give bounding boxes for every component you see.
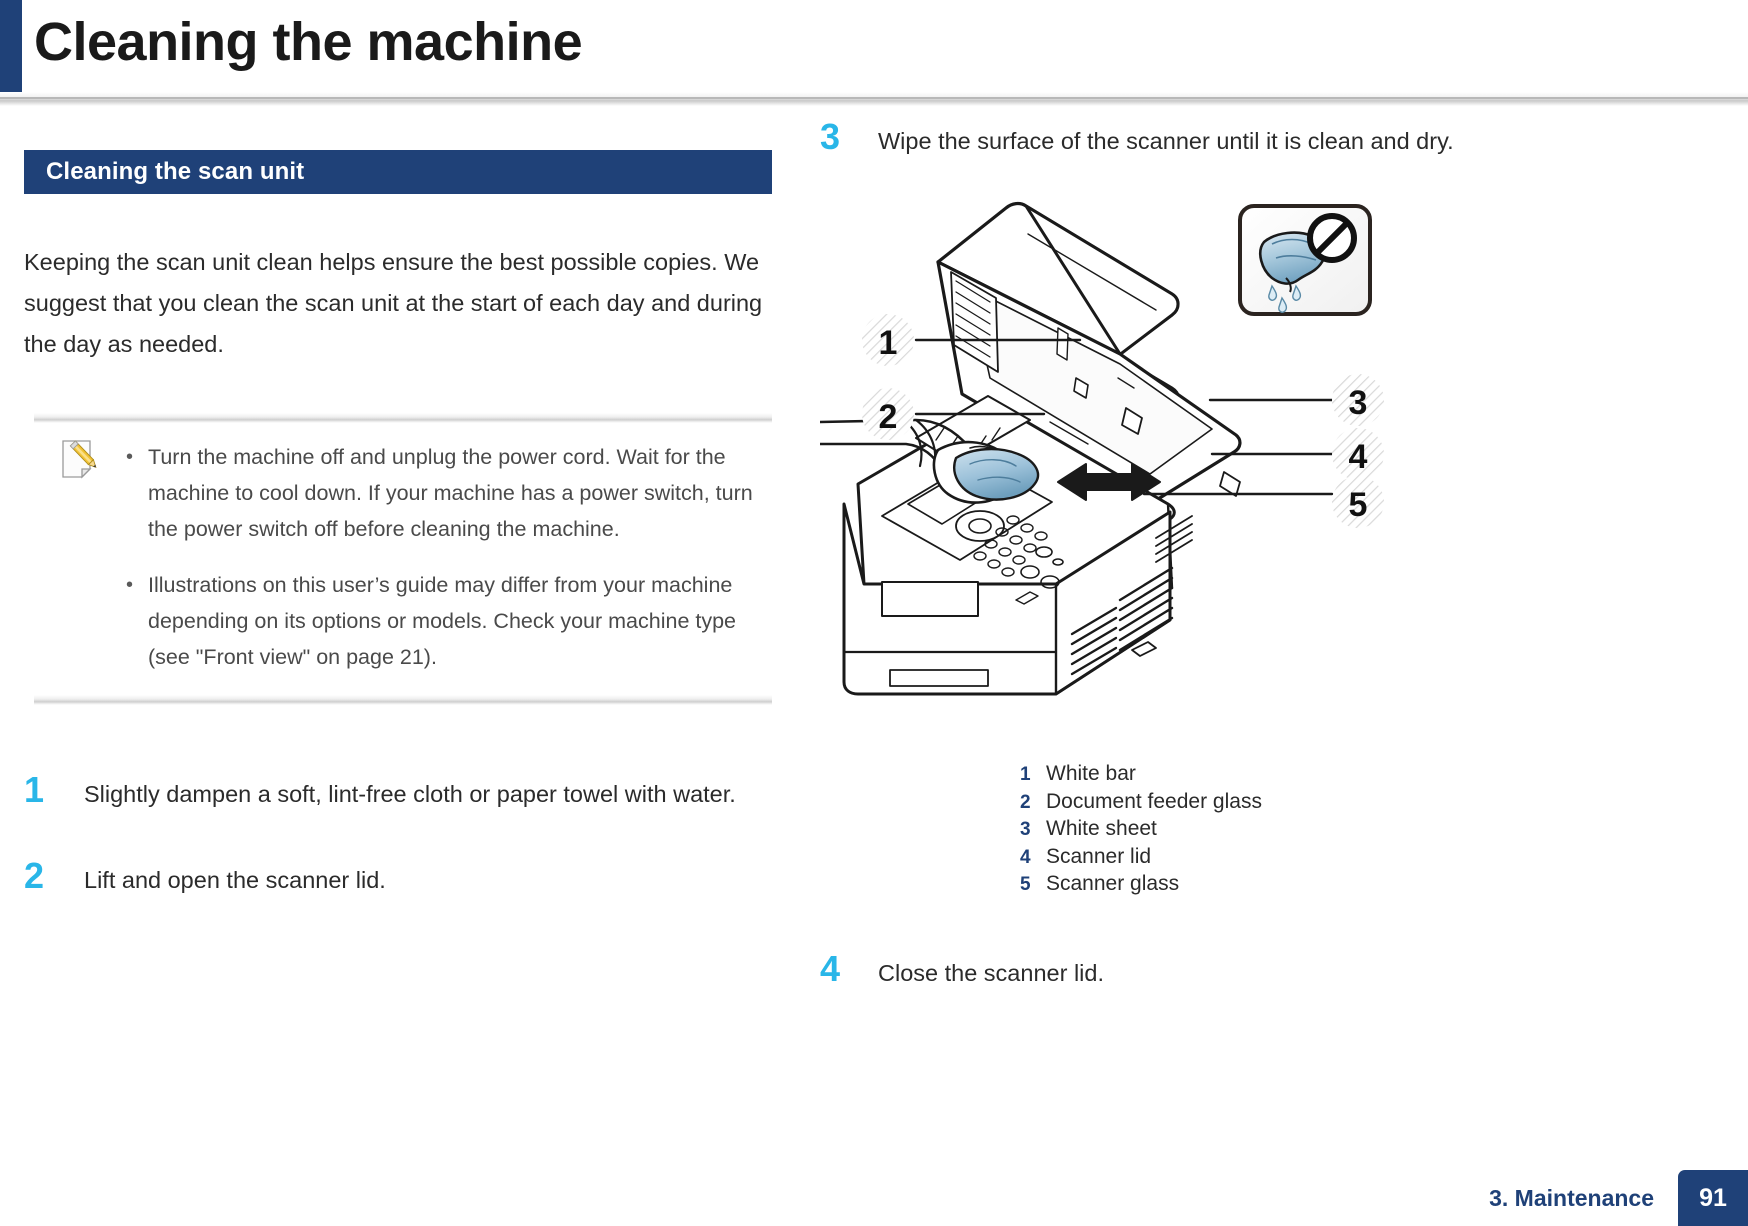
callout-badge-2: 2 [862,388,914,440]
legend-item: 3 White sheet [1020,815,1720,843]
section-heading-bar: Cleaning the scan unit [24,150,772,194]
footer-page-badge: 91 [1678,1170,1748,1226]
step-number: 3 [820,116,841,157]
callout-badge-4: 4 [1332,428,1384,480]
legend-label: Scanner lid [1046,844,1152,868]
step-number: 4 [820,947,841,989]
svg-text:5: 5 [1349,486,1368,524]
page-footer: 3. Maintenance 91 [0,1164,1748,1226]
printer-body-drawing [842,395,1193,696]
scanner-cleaning-illustration: 1 2 3 4 5 [820,182,1720,742]
legend-number: 5 [1020,874,1031,895]
legend-item: 5 Scanner glass [1020,870,1720,898]
note-list-item: • Turn the machine off and unplug the po… [124,439,772,547]
scanner-lid-drawing [936,201,1242,506]
callout-leader-lines [914,338,1334,496]
step-row-2: 2 Lift and open the scanner lid. [24,857,772,899]
legend-number: 2 [1020,791,1031,813]
footer-page-number: 91 [1699,1183,1727,1212]
callout-badges: 1 2 3 4 5 [862,314,1384,528]
legend-label: Document feeder glass [1046,789,1262,813]
page-header: Cleaning the machine [0,0,1748,92]
prohibition-icon [1307,213,1357,263]
header-divider-line [0,97,1748,99]
callout-badge-3: 3 [1332,374,1384,426]
page-title: Cleaning the machine [34,12,583,72]
step-number: 1 [24,769,45,810]
bullet-marker: • [126,574,134,596]
note-body: • Turn the machine off and unplug the po… [124,439,772,675]
legend-number: 4 [1020,846,1031,868]
left-column: Cleaning the scan unit Keeping the scan … [24,150,772,899]
step-row-3: 3 Wipe the surface of the scanner until … [820,118,1720,160]
svg-text:2: 2 [879,398,898,436]
step-text: Slightly dampen a soft, lint-free cloth … [84,781,736,807]
note-top-divider [34,413,772,423]
note-pencil-icon [60,439,100,481]
step-number: 2 [24,855,45,896]
step-text: Close the scanner lid. [878,959,1104,986]
legend-label: Scanner glass [1046,872,1180,895]
note-item-text: Turn the machine off and unplug the powe… [148,445,753,541]
right-column: 3 Wipe the surface of the scanner until … [820,118,1720,992]
legend-item: 4 Scanner lid [1020,843,1720,871]
step-row-1: 1 Slightly dampen a soft, lint-free clot… [24,771,772,813]
legend-label: White sheet [1046,817,1157,840]
header-divider [0,92,1748,106]
svg-text:1: 1 [879,324,898,362]
water-drop-icons [1268,284,1302,313]
svg-text:4: 4 [1349,438,1368,476]
legend-label: White bar [1046,762,1136,785]
step-row-4: 4 Close the scanner lid. [820,947,1720,992]
step-text: Lift and open the scanner lid. [84,867,386,893]
hand-with-cloth-drawing [820,418,1040,504]
note-list-item: • Illustrations on this user’s guide may… [124,567,772,675]
legend-number: 1 [1020,764,1031,785]
no-wet-cloth-inset [1238,204,1372,316]
svg-text:3: 3 [1349,384,1368,422]
legend-number: 3 [1020,819,1031,840]
illustration-legend: 1 White bar 2 Document feeder glass 3 Wh… [1020,760,1720,898]
bullet-marker: • [126,446,134,468]
callout-badge-1: 1 [862,314,914,366]
callout-badge-5: 5 [1332,476,1384,528]
note-box: • Turn the machine off and unplug the po… [24,413,772,705]
note-item-text: Illustrations on this user’s guide may d… [148,573,737,669]
header-accent-bar [0,0,22,92]
wipe-direction-arrow [1057,463,1161,501]
section-heading-label: Cleaning the scan unit [46,158,305,185]
footer-chapter-label: 3. Maintenance [1489,1185,1654,1211]
note-bottom-divider [34,695,772,705]
legend-item: 2 Document feeder glass [1020,788,1720,816]
intro-paragraph: Keeping the scan unit clean helps ensure… [24,249,763,357]
step-text: Wipe the surface of the scanner until it… [878,128,1454,154]
legend-item: 1 White bar [1020,760,1720,788]
